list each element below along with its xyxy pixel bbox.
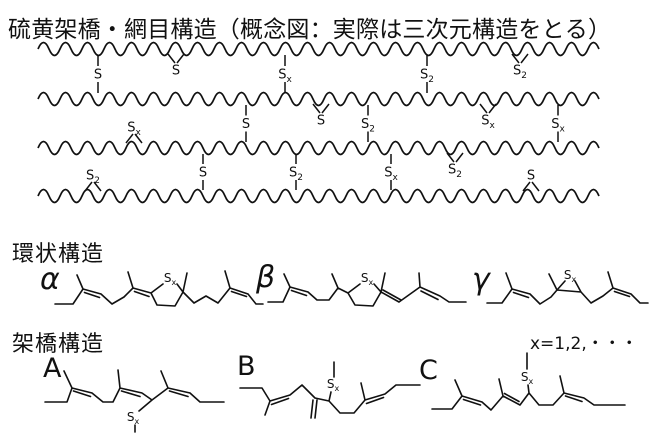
pendant-sulfur-label: S (527, 169, 535, 184)
polymer-chain (37, 188, 600, 204)
page-title: 硫黄架橋・網目構造（概念図：実際は三次元構造をとる） (8, 17, 612, 43)
polymer-chain (37, 41, 600, 57)
structure-a-label: A (43, 353, 62, 384)
polymer-chain (37, 91, 600, 107)
structure-alpha-skeleton (54, 270, 264, 307)
pendant-sulfur-label: S2 (513, 64, 527, 82)
crosslink-sulfur-label: S2 (361, 117, 375, 135)
pendant-loop-bond (125, 133, 134, 144)
pendant-loop-bond (176, 53, 185, 64)
pendant-sulfur-label: S (317, 114, 325, 129)
cyclic-section-heading: 環状構造 (12, 242, 105, 267)
ring-sulfur-label: Sx (164, 271, 177, 287)
crosslink-sulfur-label: Sx (551, 117, 565, 135)
pendant-loop-bond (455, 152, 464, 163)
structure-b-label: B (237, 351, 256, 382)
pendant-loop-bond (511, 53, 520, 64)
bridge-section-heading: 架橋構造 (12, 332, 105, 357)
pendant-loop-bond (488, 103, 497, 114)
pendant-loop-bond (522, 181, 531, 192)
bridge-sulfur-label: Sx (327, 377, 340, 393)
structure-a: Sx (44, 369, 225, 433)
structure-gamma: Sx (486, 268, 649, 305)
structure-c: Sx (431, 352, 626, 411)
structure-alpha-label: α (40, 262, 60, 297)
polymer-chain (37, 140, 600, 156)
pendant-loop-bond (531, 181, 540, 192)
pendant-sulfur-label: Sx (481, 114, 495, 132)
structure-alpha: Sx (54, 270, 264, 307)
crosslink-sulfur-label: S (199, 166, 207, 181)
episulfide-label: Sx (564, 268, 577, 284)
pendant-sulfur-label: S (172, 64, 180, 79)
crosslink-sulfur-label: Sx (278, 68, 292, 86)
pendant-loop-bond (93, 181, 102, 192)
structure-beta-skeleton (267, 272, 467, 307)
crosslink-sulfur-label: Sx (384, 166, 398, 184)
structure-b: Sx (239, 361, 421, 419)
structure-beta: Sx (267, 271, 467, 307)
crosslink-sulfur-label: S2 (420, 68, 434, 86)
pendant-loop-bond (312, 103, 321, 114)
bridge-sulfur-label: Sx (127, 410, 140, 426)
pendant-loop-bond (84, 181, 93, 192)
pendant-sulfur-label: S2 (448, 163, 462, 181)
structure-b-skeleton (239, 361, 421, 419)
pendant-loop-bond (134, 133, 143, 144)
crosslink-sulfur-label: S (242, 117, 250, 132)
bridge-sulfur-label: Sx (521, 370, 534, 386)
ring-sulfur-label: Sx (361, 271, 374, 287)
structure-beta-label: β (256, 260, 276, 295)
structure-gamma-skeleton (486, 271, 649, 305)
pendant-loop-bond (167, 53, 176, 64)
structure-a-skeleton (44, 369, 225, 433)
pendant-loop-bond (520, 53, 529, 64)
pendant-sulfur-label: S2 (86, 169, 100, 187)
crosslink-sulfur-label: S (94, 68, 102, 83)
pendant-loop-bond (479, 103, 488, 114)
pendant-sulfur-label: Sx (127, 121, 141, 139)
pendant-loop-bond (321, 103, 330, 114)
crosslink-sulfur-label: S2 (289, 166, 303, 184)
x-values-note: x=1,2,・・・ (530, 334, 638, 354)
structure-gamma-label: γ (472, 262, 490, 297)
pendant-loop-bond (446, 152, 455, 163)
structure-c-label: C (419, 355, 438, 386)
structure-c-skeleton (431, 352, 626, 411)
